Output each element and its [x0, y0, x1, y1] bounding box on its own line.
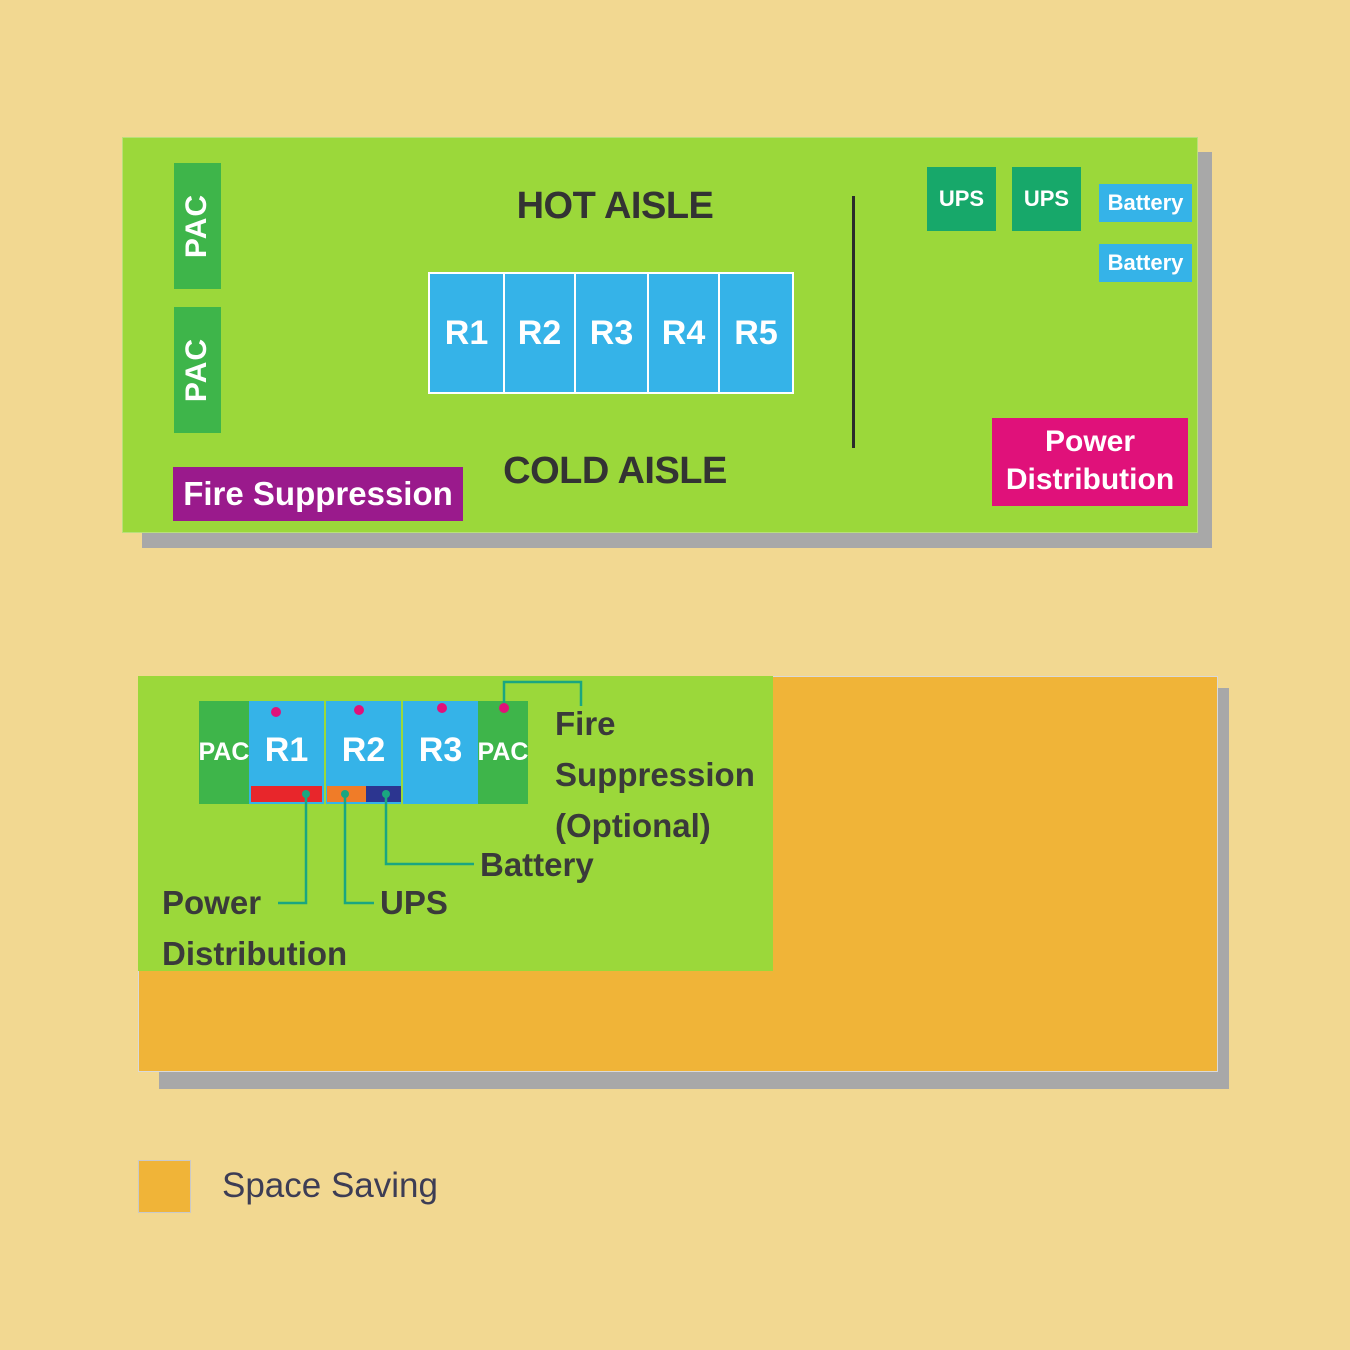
- power-distribution-label: Power Distribution: [162, 877, 382, 979]
- cold-aisle-label: COLD AISLE: [503, 450, 727, 492]
- fire-sensor-dot-r1: [271, 707, 281, 717]
- rack-r2: R2: [503, 272, 576, 394]
- hot-aisle-label: HOT AISLE: [516, 185, 714, 227]
- pac-unit-top-1: PAC: [174, 163, 221, 289]
- battery-connector-dot: [382, 790, 390, 798]
- battery-label: Battery: [480, 846, 594, 883]
- pac-unit-bottom-left: PAC: [199, 701, 249, 804]
- ups-label: UPS: [380, 884, 448, 921]
- pac-label: PAC: [477, 738, 529, 766]
- fire-sensor-dot-r3: [437, 703, 447, 713]
- power-distribution-block: Power Distribution: [992, 418, 1188, 506]
- fire-suppression-line2: Suppression: [555, 756, 755, 793]
- power-distribution-line2: Distribution: [1005, 463, 1175, 496]
- power-distribution-line2: Distribution: [162, 935, 348, 972]
- fire-suppression-label: Fire Suppression: [183, 475, 453, 512]
- pac-label: PAC: [198, 738, 250, 766]
- battery-connector: [384, 794, 474, 866]
- space-saving-swatch: [138, 1160, 191, 1213]
- power-distribution-line1: Power: [1044, 425, 1136, 458]
- ups-connector-dot: [341, 790, 349, 798]
- rack-r5: R5: [718, 272, 794, 394]
- power-distribution-bar: [251, 786, 322, 802]
- rack-label: R1: [264, 731, 309, 769]
- fire-suppression-line1: Fire: [555, 705, 616, 742]
- ups-unit-top-1: UPS: [927, 167, 996, 231]
- space-saving-legend-label: Space Saving: [222, 1166, 438, 1205]
- pac-unit-bottom-right: PAC: [478, 701, 528, 804]
- power-connector-dot: [302, 790, 310, 798]
- rack-r3-bottom: R3: [403, 701, 478, 804]
- rack-r4: R4: [647, 272, 720, 394]
- ups-connector: [343, 794, 374, 905]
- power-distribution-connector: [278, 794, 308, 905]
- ups-unit-top-2: UPS: [1012, 167, 1081, 231]
- fire-sensor-dot-r2: [354, 705, 364, 715]
- pac-unit-top-2: PAC: [174, 307, 221, 433]
- power-distribution-line1: Power: [162, 884, 262, 921]
- battery-unit-top-1: Battery: [1099, 184, 1192, 222]
- rack-label: R3: [418, 731, 463, 769]
- fire-suppression-optional-label: Fire Suppression (Optional): [555, 698, 775, 851]
- fire-suppression-block: Fire Suppression: [173, 467, 463, 521]
- rack-label: R2: [341, 731, 386, 769]
- divider-line: [852, 196, 855, 448]
- rack-r1: R1: [428, 272, 505, 394]
- battery-unit-top-2: Battery: [1099, 244, 1192, 282]
- fire-sensor-dot-pac: [499, 703, 509, 713]
- rack-row-top: R1 R2 R3 R4 R5: [428, 272, 796, 394]
- fire-suppression-line3: (Optional): [555, 807, 711, 844]
- rack-r3: R3: [574, 272, 649, 394]
- fire-suppression-connector: [502, 680, 583, 708]
